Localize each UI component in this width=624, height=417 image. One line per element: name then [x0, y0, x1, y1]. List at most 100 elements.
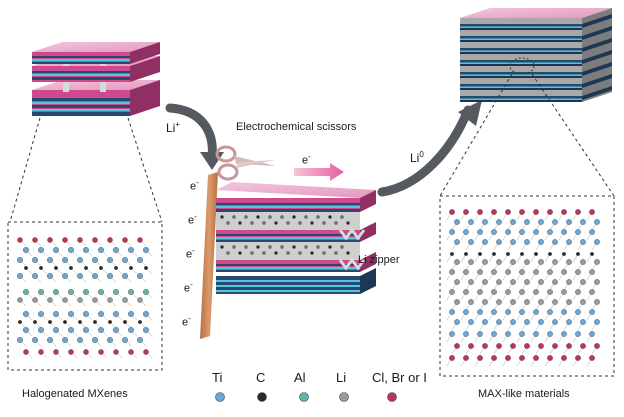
atom [589, 229, 595, 235]
atom [328, 215, 332, 219]
atom [250, 221, 254, 225]
atom [53, 311, 60, 318]
atom [142, 311, 149, 318]
atom [238, 221, 242, 225]
legend-label-c: C [256, 370, 266, 385]
atom [298, 221, 302, 225]
atom [580, 319, 586, 325]
atom [477, 331, 483, 337]
zoom-guide-line [9, 117, 41, 223]
legend-label-al: Al [294, 370, 306, 385]
atom [575, 269, 581, 275]
atom [589, 355, 595, 361]
atom [519, 309, 525, 315]
li-zero-label: Li0 [410, 150, 424, 165]
atom [454, 239, 460, 245]
atom [594, 219, 600, 225]
atom [17, 237, 23, 243]
atom [580, 239, 586, 245]
atom [496, 299, 502, 305]
atom [122, 237, 128, 243]
atom [316, 215, 320, 219]
atom [482, 259, 488, 265]
halogenated-mxenes-caption: Halogenated MXenes [22, 388, 128, 400]
atom [510, 259, 516, 265]
atom [505, 309, 511, 315]
atom [477, 269, 483, 275]
atom [468, 343, 474, 349]
atom [286, 221, 290, 225]
atom [62, 273, 69, 280]
atom [82, 289, 89, 296]
atom [468, 279, 474, 285]
atom [63, 320, 68, 325]
max-block-illustration [460, 8, 612, 102]
interlayer-pillar [63, 78, 69, 92]
atom [566, 299, 572, 305]
atom [142, 327, 149, 334]
atom [122, 297, 128, 303]
atom [552, 259, 558, 265]
atom [468, 219, 474, 225]
atom [561, 309, 567, 315]
atom [468, 319, 474, 325]
atom [566, 279, 572, 285]
atom [575, 229, 581, 235]
atom [76, 273, 83, 280]
atom [23, 311, 30, 318]
atom [143, 266, 148, 271]
atom [67, 289, 74, 296]
atom [340, 215, 344, 219]
atom [454, 343, 460, 349]
atom [47, 273, 54, 280]
atom [17, 257, 24, 264]
atom [594, 279, 600, 285]
atom [310, 251, 314, 255]
legend-dot-cl-br-or-i [387, 392, 397, 402]
atom [454, 279, 460, 285]
atom [298, 251, 302, 255]
atom [23, 289, 30, 296]
atom [505, 209, 511, 215]
li-zipper-teeth [338, 227, 366, 241]
atom [97, 289, 104, 296]
atom [274, 251, 278, 255]
atom [552, 343, 558, 349]
legend-label-halogen: Cl, Br or I [372, 370, 427, 385]
atom [561, 355, 567, 361]
atom [524, 279, 530, 285]
atom [112, 289, 119, 296]
atom [463, 229, 469, 235]
atom [127, 289, 134, 296]
atom [468, 239, 474, 245]
atom [580, 279, 586, 285]
atom [67, 327, 74, 334]
atom [533, 289, 539, 295]
legend-label-ti: Ti [212, 370, 223, 385]
atom [589, 269, 595, 275]
atom [53, 349, 59, 355]
atom [244, 215, 248, 219]
atom [262, 251, 266, 255]
atom [519, 289, 525, 295]
atom [220, 215, 224, 219]
atom [47, 337, 54, 344]
atom [127, 327, 134, 334]
atom [137, 237, 143, 243]
atom [449, 309, 455, 315]
atom [533, 269, 539, 275]
atom [482, 343, 488, 349]
atom [491, 229, 497, 235]
atom [538, 239, 544, 245]
atom [594, 239, 600, 245]
atom [575, 289, 581, 295]
atom [496, 319, 502, 325]
atom [496, 279, 502, 285]
atom [77, 297, 83, 303]
atom [18, 320, 23, 325]
li-zipper-label: Li zipper [358, 254, 400, 266]
atom [77, 237, 83, 243]
atom [561, 289, 567, 295]
atom [566, 219, 572, 225]
atom [23, 246, 30, 253]
